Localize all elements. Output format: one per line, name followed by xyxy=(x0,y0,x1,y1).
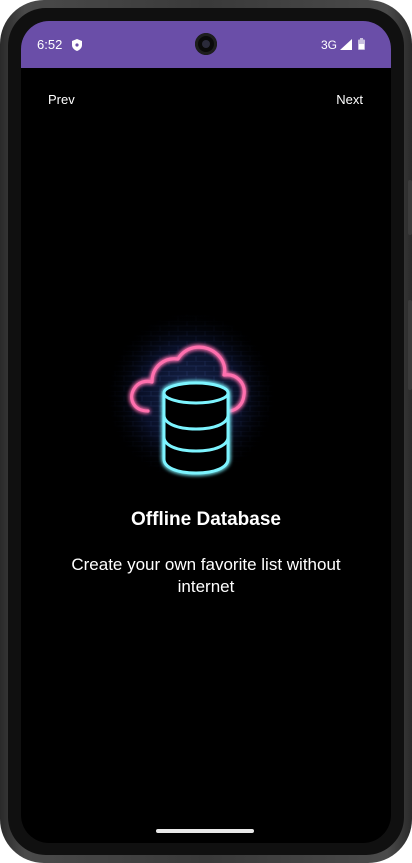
signal-icon xyxy=(340,39,352,50)
onboarding-title: Offline Database xyxy=(131,509,281,530)
prev-button[interactable]: Prev xyxy=(48,92,75,107)
app-screen: 6:52 3G Prev Next xyxy=(21,21,391,843)
battery-icon xyxy=(358,38,365,50)
next-button[interactable]: Next xyxy=(336,92,363,107)
volume-button xyxy=(408,300,412,390)
neon-cloud-database-icon xyxy=(106,311,276,481)
home-indicator[interactable] xyxy=(156,829,254,833)
onboarding-description: Create your own favorite list without in… xyxy=(71,555,341,596)
shield-icon xyxy=(72,39,82,51)
network-type: 3G xyxy=(321,38,338,52)
status-time: 6:52 xyxy=(37,37,63,52)
power-button xyxy=(408,180,412,235)
status-bar: 6:52 3G xyxy=(21,21,391,68)
front-camera xyxy=(195,33,217,55)
